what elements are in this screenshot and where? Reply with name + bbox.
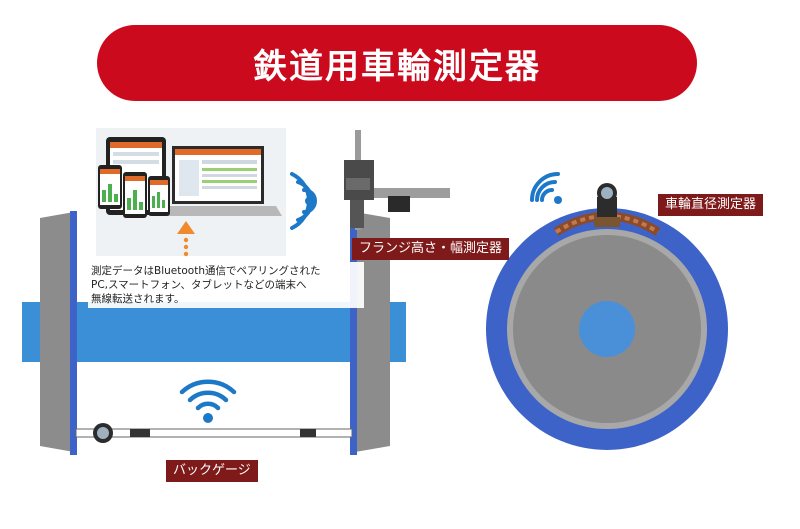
page-title: 鉄道用車輪測定器: [253, 46, 541, 87]
left-wheel-flange: [70, 211, 77, 455]
axle: [22, 302, 406, 362]
wheel-diameter-gauge: [553, 183, 661, 236]
description-line-3: 無線転送されます。: [91, 293, 185, 305]
title-banner: 鉄道用車輪測定器: [97, 25, 697, 101]
wifi-icon-dot: [305, 197, 313, 205]
description-line-1: 測定データはBluetooth通信でペアリングされた: [91, 265, 321, 277]
upload-arrow-icon: [177, 221, 195, 257]
back-gauge-label: バックゲージ: [166, 460, 258, 482]
wifi-icon: [179, 379, 237, 411]
flange-gauge: [344, 130, 450, 230]
wifi-icon-dot: [554, 196, 562, 204]
laptop-base: [156, 206, 282, 216]
devices-illustration: [96, 128, 286, 256]
left-wheel: [40, 212, 74, 452]
wifi-icon: [530, 172, 560, 202]
transfer-description: 測定データはBluetooth通信でペアリングされた PC,スマートフォン、タブ…: [88, 262, 364, 308]
back-gauge: [75, 423, 353, 443]
wheel-hub: [579, 301, 635, 357]
description-line-2: PC,スマートフォン、タブレットなどの端末へ: [91, 279, 307, 291]
wifi-icon-dot: [203, 413, 213, 423]
wheel-diameter-gauge-label: 車輪直径測定器: [658, 194, 764, 216]
right-wheel-flange: [350, 211, 357, 455]
flange-gauge-label: フランジ高さ・幅測定器: [352, 238, 510, 260]
